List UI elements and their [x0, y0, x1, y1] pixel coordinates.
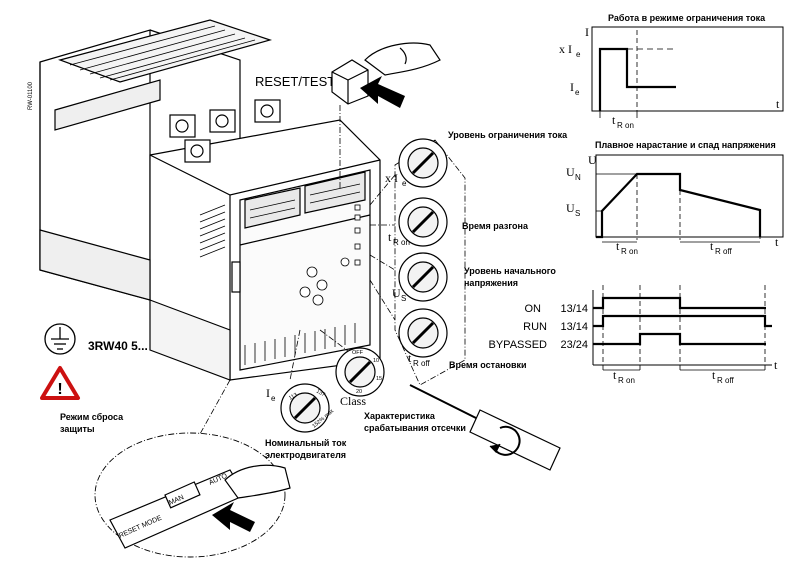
sym-us: U S — [392, 286, 406, 303]
chart1-t: t — [776, 97, 780, 111]
chart1-trace — [598, 30, 676, 118]
knob-trip-class[interactable] — [335, 347, 385, 397]
chart1-tron: t — [612, 113, 616, 127]
knob-ramp-up[interactable] — [398, 197, 448, 247]
svg-text:!: ! — [57, 381, 62, 398]
chart1-frame — [591, 26, 784, 112]
sym-xie-main: x I — [385, 171, 398, 185]
chart2-title: Плавное нарастание и спад напряжения — [595, 140, 776, 150]
warning-icon: ! — [40, 366, 80, 400]
trace-on — [593, 296, 766, 310]
trace-run — [593, 314, 772, 328]
sig-byp-term: 23/24 — [560, 339, 588, 351]
reset-test-label: RESET/TEST — [255, 74, 335, 89]
chart3-signal-labels: ON 13/14 RUN 13/14 BYPASSED 23/24 — [489, 303, 589, 351]
press-arrow-top — [360, 76, 405, 108]
chart2-tron-sub: R on — [621, 247, 638, 256]
class-scale-4: 20 — [356, 389, 362, 395]
chart3-guides — [602, 285, 766, 372]
knob-scale-class: OFF 10 15 20 — [352, 350, 382, 395]
label-ramp-up: Время разгона — [462, 221, 529, 231]
sym-ie-main: I — [266, 386, 270, 400]
knob-ramp-down[interactable] — [398, 308, 448, 358]
knob-start-voltage[interactable] — [398, 252, 448, 302]
ie-scale-1: 113 — [288, 392, 299, 402]
chart1-ie-sub: e — [575, 88, 580, 97]
sym-tron-sub: R on — [393, 238, 410, 247]
chart2-un-sub: N — [575, 173, 581, 182]
chart1-axis-labels: I x I e I e t t R on — [559, 25, 780, 130]
label-start-voltage: Уровень начального напряжения — [464, 266, 558, 288]
chart2-us: U — [566, 201, 575, 215]
chart1-ie: I — [570, 80, 574, 94]
label-trip-class: Характеристика срабатывания отсечки — [364, 411, 466, 433]
label-rated-current: Номинальный ток электродвигателя — [265, 438, 349, 460]
chart2-tron: t — [616, 239, 620, 253]
chart3-axes — [592, 290, 772, 366]
chart1-xie-sub: e — [576, 50, 581, 59]
sym-ie-sub: e — [271, 394, 276, 403]
class-label: Class — [340, 394, 366, 408]
chart3-troff: t — [712, 368, 716, 382]
chart1-xie: x I — [559, 42, 572, 56]
chart2-frame — [595, 154, 784, 238]
chart3-traces — [593, 296, 772, 346]
reset-mode-line2: защиты — [60, 424, 95, 434]
label-ramp-down: Время остановки — [449, 360, 527, 370]
sig-on-term: 13/14 — [560, 303, 588, 315]
class-scale-3: 15 — [376, 376, 382, 382]
chart2-trace — [596, 172, 762, 243]
soft-starter-device — [39, 19, 381, 381]
chart1-i: I — [585, 25, 589, 39]
model-label: 3RW40 5... — [88, 339, 148, 353]
label-current-limit: Уровень ограничения тока — [448, 130, 568, 140]
class-scale-2: 10 — [373, 358, 379, 364]
knob-current-limit[interactable] — [398, 138, 448, 188]
sym-ie: I e — [266, 386, 276, 403]
sym-troff-sub: R off — [413, 359, 431, 368]
sig-byp-name: BYPASSED — [489, 339, 548, 351]
sym-xie: x I e — [385, 171, 407, 188]
sym-tron: t R on — [388, 230, 410, 247]
chart1-tron-sub: R on — [617, 121, 634, 130]
sym-troff: t R off — [408, 351, 431, 368]
chart1-title: Работа в режиме ограничения тока — [608, 13, 766, 23]
chart2-troff: t — [710, 239, 714, 253]
chart3-time-labels: t R on t R off t — [603, 358, 778, 385]
sig-on-name: ON — [525, 303, 542, 315]
class-scale-1: OFF — [352, 350, 364, 356]
chart2-u: U — [588, 153, 597, 167]
reset-mode-label: Режим сброса защиты — [60, 412, 126, 434]
chart2-axis-labels: U U N U S t t R on t R off — [566, 153, 779, 256]
sym-troff-main: t — [408, 351, 412, 365]
sym-us-sub: S — [401, 294, 406, 303]
chart2-troff-sub: R off — [715, 247, 733, 256]
chart3-t: t — [774, 358, 778, 372]
knob-rated-current[interactable] — [280, 383, 330, 433]
chart2-us-sub: S — [575, 209, 580, 218]
finger-icon-bottom — [224, 464, 291, 499]
device-code: RW-01100 — [28, 81, 34, 110]
sig-run-term: 13/14 — [560, 321, 588, 333]
finger-icon-top — [364, 42, 441, 76]
chart2-un: U — [566, 165, 575, 179]
reset-test-button[interactable] — [331, 59, 369, 105]
chart3-troff-sub: R off — [717, 376, 735, 385]
sym-us-main: U — [392, 286, 401, 300]
chart2-t: t — [775, 235, 779, 249]
sym-xie-sub: e — [402, 179, 407, 188]
press-arrow-bottom — [212, 502, 255, 532]
sig-run-name: RUN — [523, 321, 547, 333]
chart3-tron: t — [613, 368, 617, 382]
sym-tron-main: t — [388, 230, 392, 244]
reset-mode-line1: Режим сброса — [60, 412, 124, 422]
chart3-tron-sub: R on — [618, 376, 635, 385]
ground-icon — [44, 323, 76, 355]
ie-scale-2: 137 — [315, 389, 326, 399]
trace-bypassed — [593, 332, 766, 346]
screwdriver-icon — [409, 384, 561, 471]
